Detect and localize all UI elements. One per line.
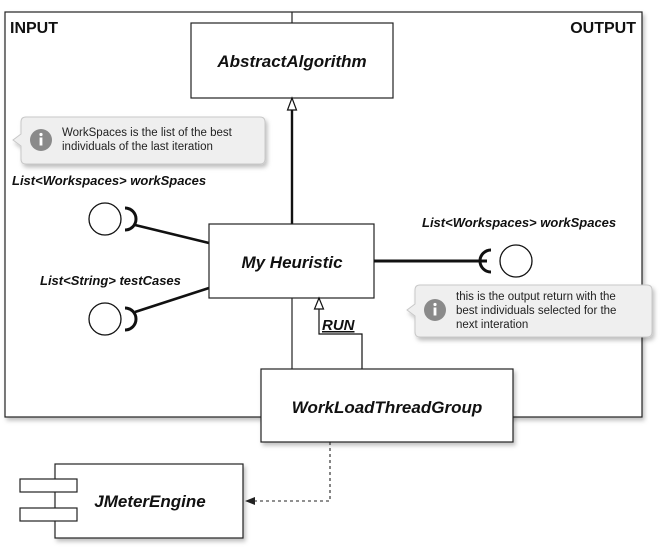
inheritance-arrowhead bbox=[286, 96, 298, 111]
component-tab-bottom bbox=[19, 507, 78, 522]
input-workspaces-label: List<Workspaces> workSpaces bbox=[12, 173, 206, 188]
input-testcases-connector bbox=[134, 286, 210, 314]
output-info-note bbox=[406, 284, 653, 338]
output-workspaces-label: List<Workspaces> workSpaces bbox=[422, 215, 616, 230]
output-workspaces-socket bbox=[478, 248, 492, 274]
output-workspaces-port[interactable] bbox=[499, 244, 533, 278]
my-heuristic-box[interactable]: My Heuristic bbox=[208, 223, 375, 299]
input-corner-label: INPUT bbox=[10, 20, 58, 37]
input-workspaces-port[interactable] bbox=[88, 202, 122, 236]
dependency-arrowhead bbox=[245, 497, 255, 505]
output-note-line1: this is the output return with the bbox=[456, 291, 616, 303]
dependency-connector bbox=[252, 442, 331, 502]
input-testcases-socket bbox=[124, 306, 138, 332]
output-note-line2: best individuals selected for the bbox=[456, 305, 616, 317]
run-connector bbox=[318, 308, 363, 369]
input-testcases-label: List<String> testCases bbox=[40, 273, 181, 288]
abstract-algorithm-box[interactable]: AbstractAlgorithm bbox=[190, 22, 394, 99]
workspaces-note-line1: WorkSpaces is the list of the best bbox=[62, 127, 233, 139]
workspaces-info-note bbox=[12, 116, 266, 165]
run-arrowhead bbox=[313, 296, 325, 310]
jmeter-engine-component[interactable]: JMeterEngine bbox=[19, 463, 244, 539]
input-workspaces-socket bbox=[124, 206, 138, 232]
workload-thread-group-label: WorkLoadThreadGroup bbox=[292, 398, 482, 417]
input-testcases-port[interactable] bbox=[88, 302, 122, 336]
output-note-line3: next interation bbox=[456, 319, 528, 331]
workspaces-note-line2: individuals of the last iteration bbox=[62, 141, 213, 153]
workload-thread-group-box[interactable]: WorkLoadThreadGroup bbox=[260, 368, 514, 443]
my-heuristic-label: My Heuristic bbox=[241, 253, 343, 272]
component-tab-top bbox=[19, 478, 78, 493]
jmeter-engine-label: JMeterEngine bbox=[94, 492, 205, 511]
info-icon bbox=[424, 299, 446, 321]
output-corner-label: OUTPUT bbox=[570, 20, 636, 37]
abstract-algorithm-label: AbstractAlgorithm bbox=[216, 52, 366, 71]
input-workspaces-connector bbox=[134, 223, 210, 245]
info-icon bbox=[30, 129, 52, 151]
run-label: RUN bbox=[322, 317, 356, 334]
